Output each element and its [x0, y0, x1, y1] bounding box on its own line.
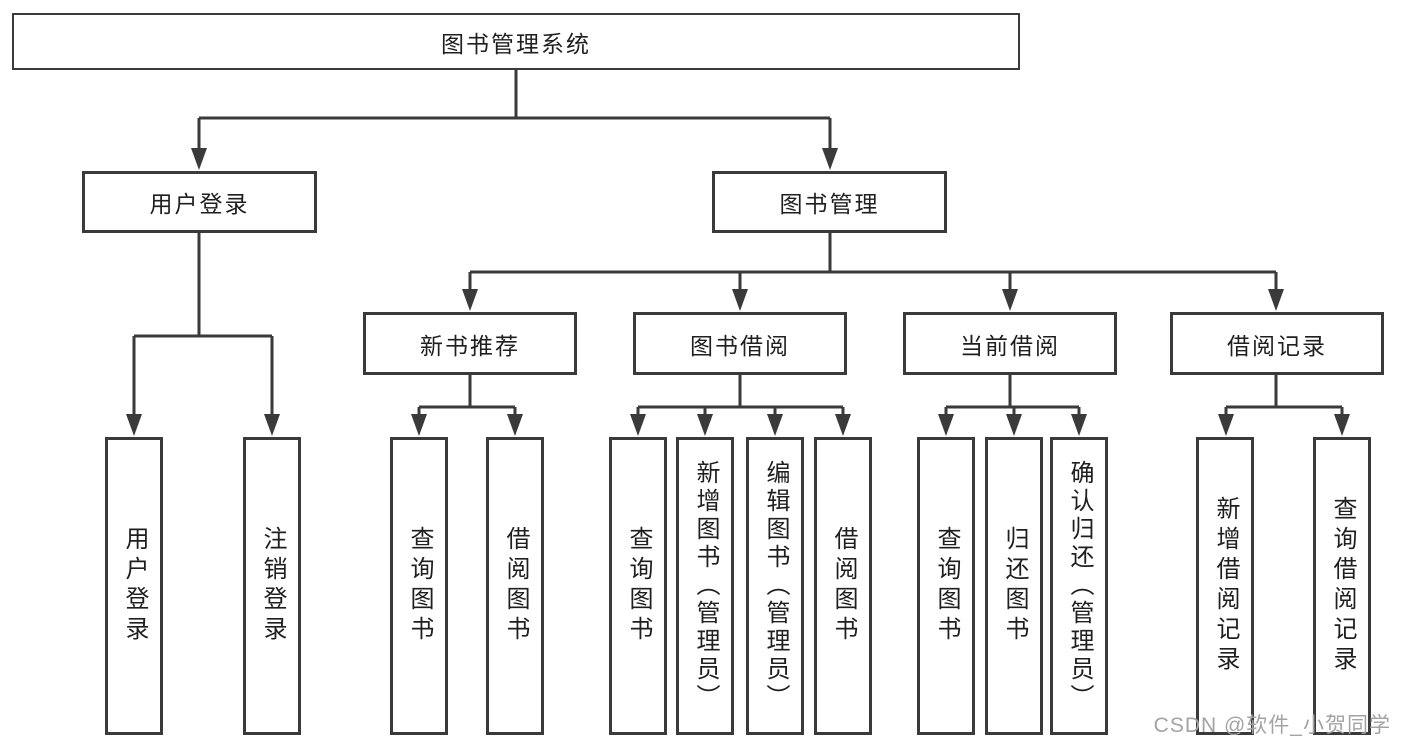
leaf-borrow-books: 借阅图书 — [814, 437, 872, 735]
leaf-query-books-current: 查询图书 — [917, 437, 975, 735]
leaf-logout: 注销登录 — [243, 437, 301, 735]
csdn-watermark: CSDN @软件_小贺同学 — [1153, 714, 1391, 737]
leaf-add-books-admin: 新增图书（管理员） — [676, 437, 734, 735]
node-book-management-branch: 图书管理 — [712, 171, 947, 233]
leaf-borrow-books-recommend: 借阅图书 — [486, 437, 544, 735]
leaf-query-books-borrow: 查询图书 — [609, 437, 667, 735]
leaf-query-borrow-record: 查询借阅记录 — [1313, 437, 1371, 735]
leaf-add-borrow-record: 新增借阅记录 — [1196, 437, 1254, 735]
arrowheads — [126, 148, 1350, 436]
node-book-borrowing: 图书借阅 — [633, 312, 847, 375]
leaf-user-login: 用户登录 — [105, 437, 163, 735]
leaf-return-books: 归还图书 — [985, 437, 1043, 735]
node-library-management-system: 图书管理系统 — [12, 13, 1020, 70]
node-current-borrowing: 当前借阅 — [903, 312, 1117, 375]
leaf-confirm-return-admin: 确认归还（管理员） — [1050, 437, 1108, 735]
leaf-edit-books-admin: 编辑图书（管理员） — [746, 437, 804, 735]
leaf-query-books-recommend: 查询图书 — [390, 437, 448, 735]
node-user-login-branch: 用户登录 — [82, 171, 317, 233]
node-new-book-recommendation: 新书推荐 — [363, 312, 577, 375]
node-borrowing-records: 借阅记录 — [1170, 312, 1384, 375]
